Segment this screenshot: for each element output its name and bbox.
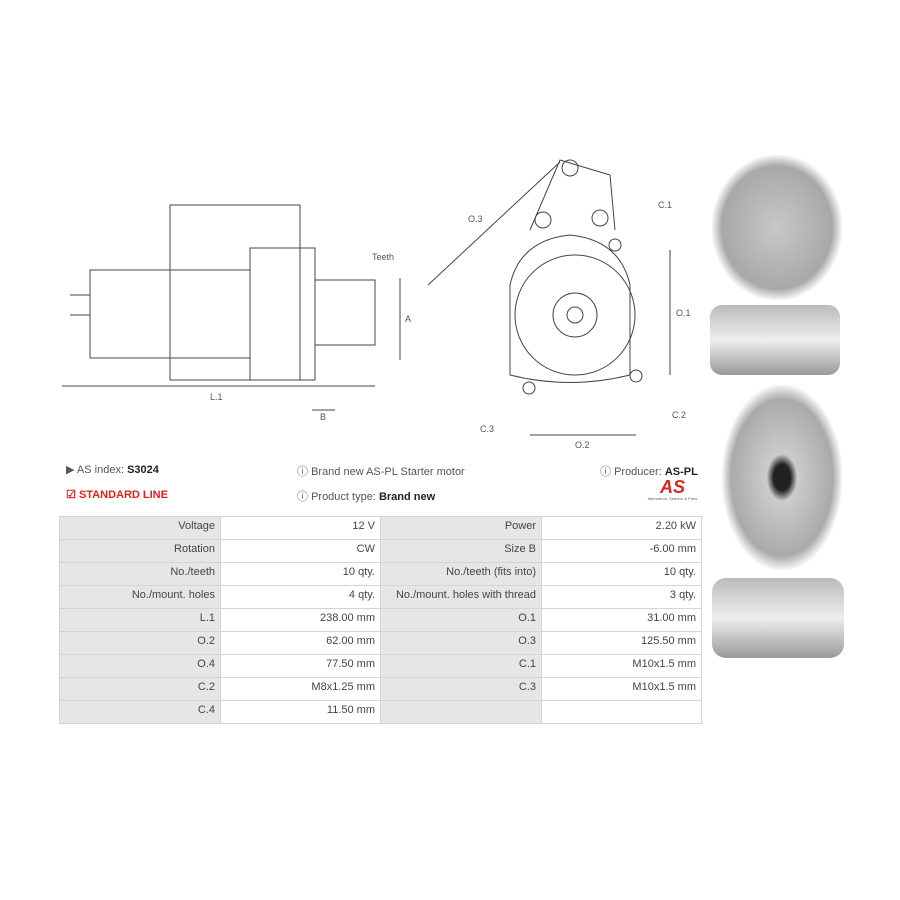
- spec-label: Voltage: [59, 516, 221, 540]
- label-c2: C.2: [672, 410, 686, 420]
- spec-value: 12 V: [220, 516, 381, 540]
- spec-value: M10x1.5 mm: [541, 677, 702, 701]
- spec-label: No./mount. holes: [59, 585, 221, 609]
- spec-value: [541, 700, 702, 724]
- as-pl-logo: AS Alternators, Starters & Parts: [647, 477, 698, 501]
- label-o3: O.3: [468, 214, 483, 224]
- standard-line-badge: ☑ STANDARD LINE: [66, 489, 168, 501]
- product-photo-side: [710, 305, 840, 375]
- product-photo-angle: [712, 578, 844, 658]
- spec-label: No./mount. holes with thread: [380, 585, 542, 609]
- spec-value: 2.20 kW: [541, 516, 702, 540]
- spec-value: 4 qty.: [220, 585, 381, 609]
- checkbox-icon: ☑: [66, 489, 76, 501]
- spec-value: CW: [220, 539, 381, 563]
- spec-label: O.4: [59, 654, 221, 678]
- spec-label: Rotation: [59, 539, 221, 563]
- info-icon: ⓘ: [297, 491, 308, 503]
- front-view-drawing: [427, 159, 671, 436]
- info-icon: ⓘ: [600, 466, 611, 478]
- spec-label: C.3: [380, 677, 542, 701]
- as-index: ▶ AS index: S3024: [66, 464, 159, 476]
- label-c3: C.3: [480, 424, 494, 434]
- label-o2: O.2: [575, 440, 590, 450]
- spec-label: [380, 700, 542, 724]
- spec-value: 11.50 mm: [220, 700, 381, 724]
- spec-label: C.4: [59, 700, 221, 724]
- as-index-value: S3024: [127, 464, 159, 476]
- spec-value: M10x1.5 mm: [541, 654, 702, 678]
- spec-value: 125.50 mm: [541, 631, 702, 655]
- spec-value: 10 qty.: [541, 562, 702, 586]
- spec-value: M8x1.25 mm: [220, 677, 381, 701]
- spec-label: C.2: [59, 677, 221, 701]
- spec-value: 62.00 mm: [220, 631, 381, 655]
- side-view-drawing: [62, 204, 401, 411]
- product-photo-front: [712, 155, 842, 300]
- spec-label: O.2: [59, 631, 221, 655]
- label-l1: L.1: [210, 392, 223, 402]
- spec-value: 3 qty.: [541, 585, 702, 609]
- spec-label: No./teeth: [59, 562, 221, 586]
- label-c1: C.1: [658, 200, 672, 210]
- spec-label: O.3: [380, 631, 542, 655]
- tag-icon: ▶: [66, 464, 75, 476]
- spec-label: Size B: [380, 539, 542, 563]
- producer: ⓘ Producer: AS-PL: [600, 466, 698, 478]
- label-o1: O.1: [676, 308, 691, 318]
- label-b: B: [320, 412, 326, 422]
- spec-value: -6.00 mm: [541, 539, 702, 563]
- label-teeth: Teeth: [372, 252, 394, 262]
- spec-value: 31.00 mm: [541, 608, 702, 632]
- spec-value: 10 qty.: [220, 562, 381, 586]
- label-a: A: [405, 314, 411, 324]
- spec-value: 238.00 mm: [220, 608, 381, 632]
- spec-label: Power: [380, 516, 542, 540]
- description: ⓘ Brand new AS-PL Starter motor: [297, 466, 465, 478]
- spec-label: O.1: [380, 608, 542, 632]
- spec-value: 77.50 mm: [220, 654, 381, 678]
- spec-label: C.1: [380, 654, 542, 678]
- product-photo-rear: [722, 385, 842, 570]
- spec-label: L.1: [59, 608, 221, 632]
- technical-drawing: L.1 B A Teeth O.3 C.1 O.1 C.2 C.3 O.2: [62, 159, 691, 450]
- spec-label: No./teeth (fits into): [380, 562, 542, 586]
- info-icon: ⓘ: [297, 466, 308, 478]
- product-type: ⓘ Product type: Brand new: [297, 491, 436, 503]
